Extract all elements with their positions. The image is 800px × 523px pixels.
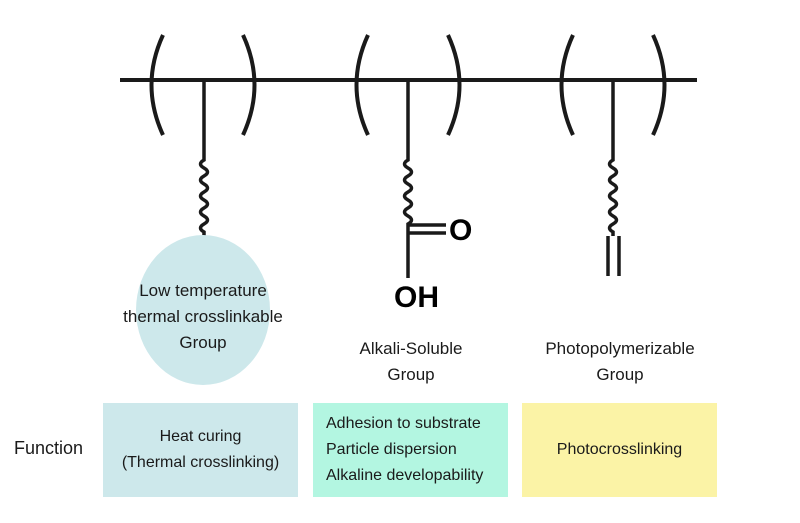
bracket-left-3 [559,34,575,136]
alkali-label-line-2: Group [387,365,434,384]
bracket-right-2 [446,34,462,136]
thermal-label-line-3: Group [179,333,226,352]
thermal-label-line-2: thermal crosslinkable [123,307,283,326]
side-chain-photo [607,80,619,236]
function-box-thermal: Heat curing (Thermal crosslinking) [103,403,298,497]
side-chains [198,80,621,278]
carbonyl-oxygen: O [449,214,472,247]
function-box-alkali: Adhesion to substrate Particle dispersio… [313,403,508,497]
alkali-label-line-1: Alkali-Soluble [360,339,463,358]
function-alkali-line-1: Adhesion to substrate [326,415,481,432]
bracket-right-1 [241,34,257,136]
photo-label-line-2: Group [596,365,643,384]
bracket-left-2 [354,34,370,136]
hydroxyl-group: OH [394,281,439,314]
bracket-left-1 [149,34,165,136]
repeat-unit-brackets [149,34,667,136]
bracket-right-3 [651,34,667,136]
function-row-label: Function [14,438,84,458]
function-box-photo: Photocrosslinking [522,403,717,497]
side-chain-alkali [402,80,414,278]
function-alkali-line-3: Alkaline developability [326,467,484,484]
function-thermal-line-2: (Thermal crosslinking) [121,454,280,471]
photo-label-line-1: Photopolymerizable [545,339,694,358]
side-chain-thermal [198,80,210,236]
function-photo-line-1: Photocrosslinking [556,441,683,458]
function-alkali-line-2: Particle dispersion [326,441,457,458]
thermal-group-circle [136,235,270,385]
function-thermal-line-1: Heat curing [159,428,242,445]
thermal-label-line-1: Low temperature [139,281,267,300]
